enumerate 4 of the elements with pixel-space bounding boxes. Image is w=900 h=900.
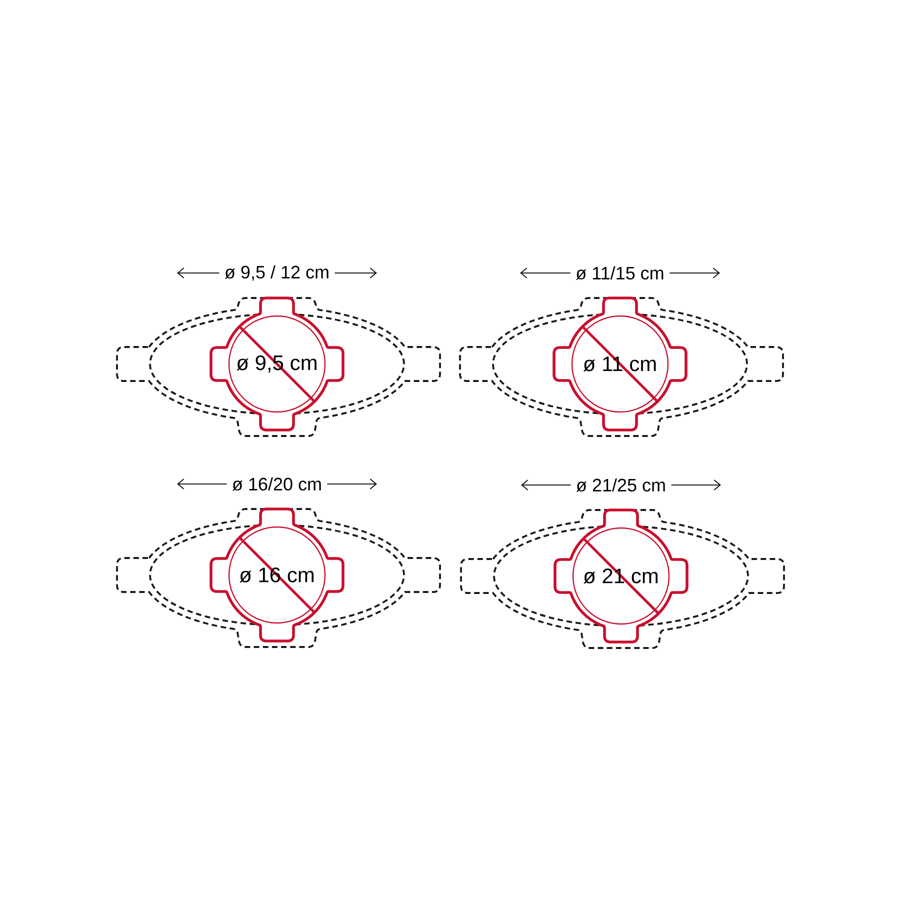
dimension-label: ø 9,5 / 12 cm	[224, 265, 328, 281]
dimension-label: ø 16/20 cm	[232, 477, 321, 491]
dimension-label: ø 11/15 cm	[576, 266, 664, 280]
dimension-label: ø 21/25 cm	[576, 478, 665, 492]
